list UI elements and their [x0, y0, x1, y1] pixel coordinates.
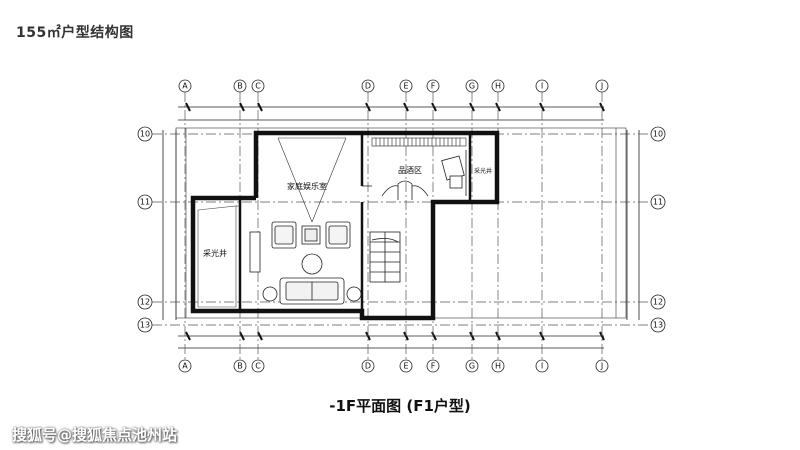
watermark: 搜狐号@搜狐焦点池州站 — [12, 426, 178, 444]
axis-label-col: J — [600, 362, 603, 371]
axis-label-col: D — [365, 82, 371, 91]
projector-cone — [277, 137, 347, 223]
dimension-ticks — [185, 102, 605, 341]
axis-label-col: C — [255, 82, 261, 91]
axis-label-col: A — [182, 82, 188, 91]
wine-area-fixtures — [362, 150, 467, 283]
room-label-family-entertainment: 家庭娱乐室 — [287, 181, 327, 191]
light-well-left-outline — [197, 205, 240, 308]
axis-label-col: A — [182, 362, 188, 371]
axis-label-col: E — [403, 82, 408, 91]
axis-label-row: 10 — [653, 130, 663, 139]
axis-label-col: G — [469, 362, 475, 371]
axis-bubbles-bottom: A B C D E F G H I J — [178, 359, 609, 373]
room-label-wine-area: 品酒区 — [398, 166, 422, 175]
plan-caption: -1F平面图 (F1户型) — [329, 397, 471, 415]
axis-bubbles-rows: 10 11 12 13 10 11 12 13 — [137, 126, 666, 333]
axis-label-col: D — [365, 362, 371, 371]
axis-label-row: 12 — [653, 298, 663, 307]
page-title: 155㎡户型结构图 — [16, 25, 134, 41]
axis-label-row: 11 — [653, 198, 663, 207]
axis-label-row: 10 — [140, 130, 150, 139]
axis-bubbles-top: A B C D E F G H I J — [178, 79, 609, 93]
axis-grid — [152, 92, 650, 360]
axis-label-col: I — [541, 82, 543, 91]
axis-label-col: G — [469, 82, 475, 91]
axis-label-col: B — [237, 82, 243, 91]
axis-label-col: C — [255, 362, 261, 371]
outline-thin — [175, 127, 627, 319]
axis-label-row: 13 — [140, 321, 150, 330]
axis-label-col: E — [403, 362, 408, 371]
axis-label-col: F — [431, 82, 436, 91]
axis-label-col: I — [541, 362, 543, 371]
axis-label-col: J — [600, 82, 603, 91]
room-label-light-well-left: 采光井 — [203, 248, 227, 258]
axis-label-row: 12 — [140, 298, 150, 307]
axis-label-row: 13 — [653, 321, 663, 330]
axis-label-col: H — [495, 82, 501, 91]
home-theater-furniture — [249, 221, 362, 305]
top-louver — [371, 137, 467, 147]
dimension-lines — [162, 106, 640, 349]
room-label-light-well-right: 采光井 — [474, 167, 492, 175]
interior-walls — [238, 133, 472, 320]
axis-label-col: F — [431, 362, 436, 371]
axis-label-col: H — [495, 362, 501, 371]
axis-label-col: B — [237, 362, 243, 371]
axis-label-row: 11 — [140, 198, 150, 207]
